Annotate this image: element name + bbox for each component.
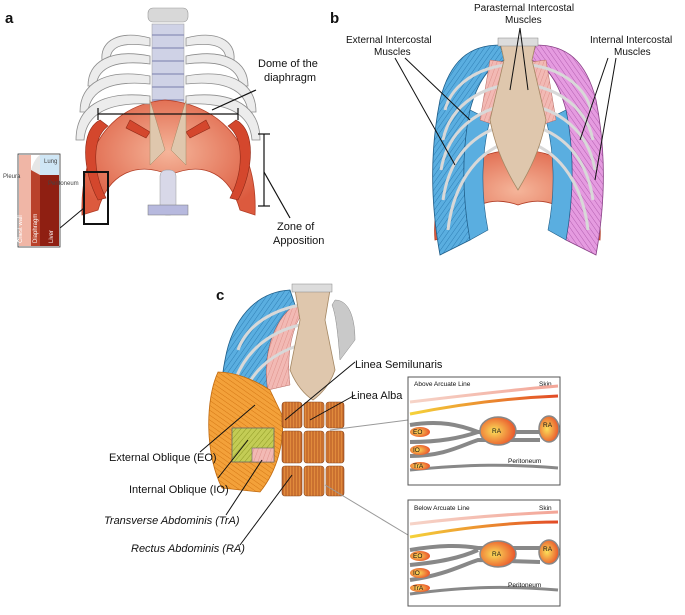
zone-label-1: Zone of	[277, 221, 315, 233]
rectus-abdominis-label: Rectus Abdominis (RA)	[131, 543, 245, 555]
below-tra: TrA	[413, 585, 424, 592]
inset-peritoneum: Peritoneum	[48, 181, 79, 187]
above-title: Above Arcuate Line	[414, 381, 471, 388]
external-intercostal-label-1: External Intercostal	[346, 35, 432, 46]
dome-bracket	[97, 89, 257, 120]
linea-semilunaris-label: Linea Semilunaris	[355, 359, 443, 371]
inset-liver: Liver	[49, 230, 55, 243]
above-io: IO	[413, 447, 420, 454]
inset-lung: Lung	[44, 159, 57, 165]
cross-section-below: Below Arcuate Line Skin EO IO TrA RA RA …	[407, 499, 561, 607]
below-eo: EO	[413, 553, 422, 560]
below-title: Below Arcuate Line	[414, 505, 470, 512]
sternum-b	[489, 41, 547, 191]
above-ra-right: RA	[543, 422, 553, 429]
ribcage-a	[75, 34, 261, 141]
zoom-box	[83, 171, 109, 225]
inset-zone-of-apposition: Pleura Lung Peritoneum Chest wall Diaphr…	[3, 153, 79, 248]
internal-intercostal-label-2: Muscles	[614, 47, 651, 58]
diaphragm-shape	[81, 99, 256, 216]
below-ra-left: RA	[492, 551, 502, 558]
transverse-abdominis-label: Transverse Abdominis (TrA)	[104, 515, 240, 527]
below-io: IO	[413, 570, 420, 577]
internal-intercostal-label-1: Internal Intercostal	[590, 35, 672, 46]
panel-a-letter: a	[5, 10, 14, 27]
inset-chest-wall: Chest wall	[18, 215, 24, 243]
below-skin: Skin	[539, 505, 552, 512]
external-intercostal-label-2: Muscles	[374, 47, 411, 58]
inset-pleura: Pleura	[3, 174, 21, 180]
external-oblique-label: External Oblique (EO)	[109, 452, 217, 464]
panel-b-letter: b	[330, 10, 339, 27]
inset-diaphragm: Diaphragm	[33, 214, 39, 243]
above-skin: Skin	[539, 381, 552, 388]
below-peritoneum: Peritoneum	[508, 582, 541, 589]
panel-c-letter: c	[216, 287, 224, 304]
above-eo: EO	[413, 429, 422, 436]
zone-bracket	[258, 133, 291, 219]
panel-a: a	[3, 7, 324, 248]
linea-alba-label: Linea Alba	[351, 390, 403, 402]
dome-label-2: diaphragm	[264, 72, 316, 84]
above-ra-left: RA	[492, 428, 502, 435]
below-ra-right: RA	[543, 546, 553, 553]
panel-b: b	[330, 3, 672, 256]
rectus-abdominis-blocks	[281, 401, 345, 497]
parasternal-label-2: Muscles	[505, 15, 542, 26]
dome-label-1: Dome of the	[258, 58, 318, 70]
internal-oblique-label: Internal Oblique (IO)	[129, 484, 229, 496]
zone-label-2: Apposition	[273, 235, 324, 247]
above-peritoneum: Peritoneum	[508, 458, 541, 465]
above-tra: TrA	[413, 463, 424, 470]
panel-c: c	[104, 283, 561, 607]
parasternal-label-1: Parasternal Intercostal	[474, 3, 574, 14]
cross-section-above: Above Arcuate Line Skin EO IO TrA RA RA …	[407, 376, 561, 486]
